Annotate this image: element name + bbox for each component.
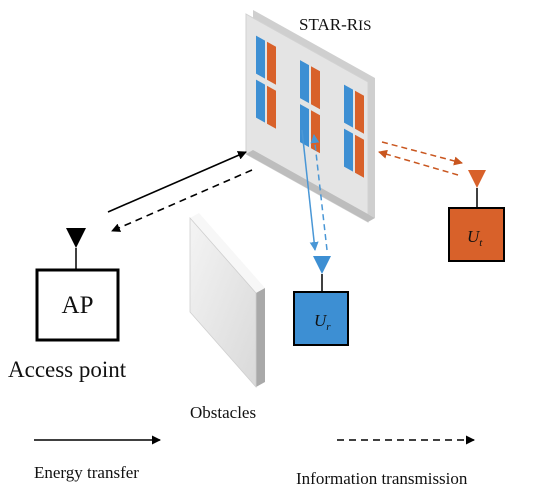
ur-box bbox=[293, 291, 349, 346]
reflect-energy-link bbox=[301, 129, 319, 251]
ris-element-grid bbox=[256, 35, 364, 178]
obstacle-wall bbox=[189, 213, 265, 389]
ap-box-label: AP bbox=[62, 292, 94, 319]
ris-element-orange-half bbox=[355, 134, 364, 178]
ap-energy-link bbox=[107, 151, 247, 213]
ap-caption: Access point bbox=[8, 357, 127, 382]
ris-element-blue-half bbox=[344, 128, 353, 172]
ris-element-orange-half bbox=[355, 90, 364, 134]
ap-box bbox=[35, 268, 120, 342]
access-point: AP bbox=[35, 228, 120, 342]
ap-info-link bbox=[111, 169, 253, 232]
legend-energy-label: Energy transfer bbox=[34, 463, 139, 482]
ris-element-blue-half bbox=[300, 60, 309, 104]
ur-antenna-icon bbox=[313, 256, 331, 274]
ut-label: Ut bbox=[467, 227, 483, 249]
legend: Energy transfer Information transmission bbox=[34, 435, 475, 488]
transmit-info-link bbox=[378, 149, 459, 176]
ris-element-orange-half bbox=[311, 66, 320, 110]
ut-antenna-icon bbox=[468, 170, 486, 188]
user-reflection: Ur bbox=[293, 256, 349, 346]
ut-symbol: U bbox=[467, 227, 481, 246]
legend-info-label: Information transmission bbox=[296, 469, 468, 488]
obstacle-label: Obstacles bbox=[190, 403, 256, 422]
star-ris-panel bbox=[245, 10, 375, 223]
ur-label: Ur bbox=[314, 311, 331, 333]
ur-symbol: U bbox=[314, 311, 328, 330]
ut-box bbox=[448, 207, 505, 262]
ut-subscript: t bbox=[479, 237, 483, 249]
star-ris-title-main: STAR-R bbox=[299, 15, 359, 34]
star-ris-title-suffix: IS bbox=[358, 18, 371, 34]
ris-element-orange-half bbox=[267, 41, 276, 85]
ur-subscript: r bbox=[326, 321, 331, 333]
ris-element-blue-half bbox=[344, 84, 353, 128]
transmit-energy-link bbox=[381, 141, 463, 166]
ris-element-blue-half bbox=[256, 79, 265, 123]
ris-element-blue-half bbox=[256, 35, 265, 79]
ap-antenna-icon bbox=[66, 228, 86, 248]
user-transmission: Ut bbox=[448, 170, 505, 262]
ris-element-blue-half bbox=[300, 104, 309, 148]
star-ris-title: STAR-RIS bbox=[299, 15, 371, 34]
ris-element-orange-half bbox=[267, 85, 276, 129]
